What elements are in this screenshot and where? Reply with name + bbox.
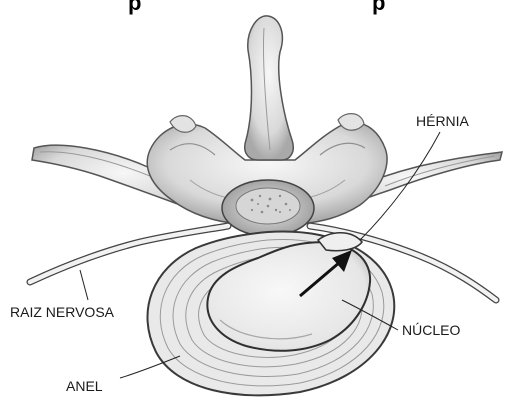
title-fragment-left: p bbox=[128, 0, 141, 15]
label-anel: ANEL bbox=[66, 378, 103, 394]
label-raiz-nervosa: RAIZ NERVOSA bbox=[10, 304, 115, 320]
spinal-canal bbox=[222, 180, 314, 236]
title-fragment-right: p bbox=[372, 0, 385, 15]
spinous-process bbox=[245, 16, 294, 160]
label-hernia: HÉRNIA bbox=[416, 113, 470, 129]
leader-raiz bbox=[80, 270, 88, 300]
label-nucleo: NÚCLEO bbox=[402, 322, 460, 338]
